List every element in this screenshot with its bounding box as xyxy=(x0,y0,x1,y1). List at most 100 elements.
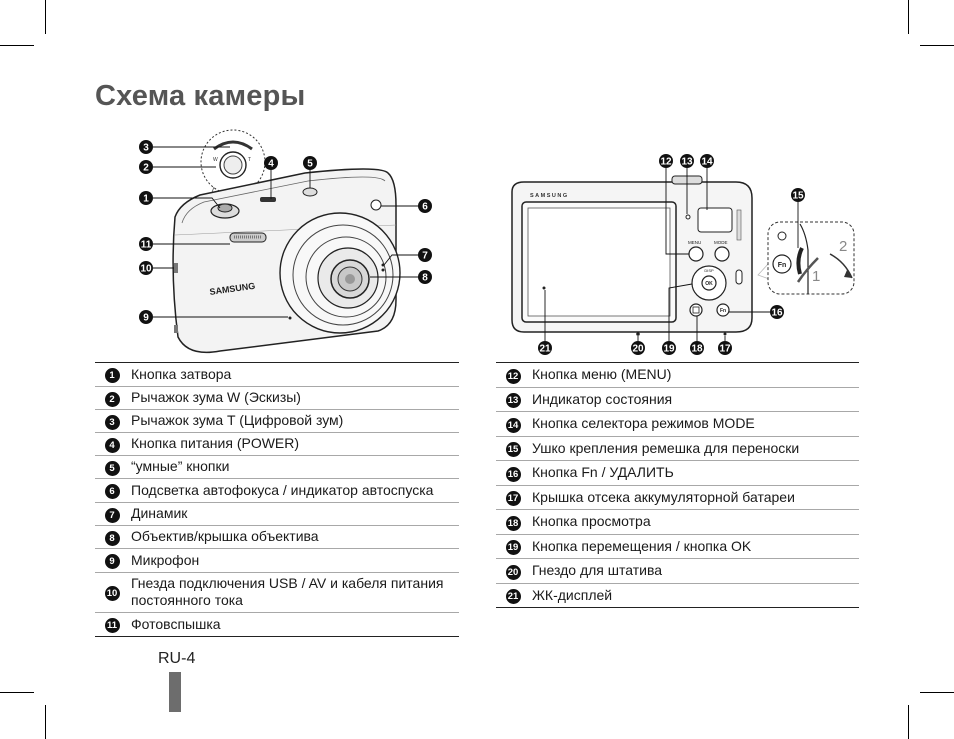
table-row: 4 Кнопка питания (POWER) xyxy=(95,432,459,456)
svg-text:5: 5 xyxy=(307,159,313,170)
callout-4: 4 xyxy=(264,156,278,170)
table-row: 16 Кнопка Fn / УДАЛИТЬ xyxy=(496,460,859,486)
legend-badge: 5 xyxy=(104,460,120,476)
legend-badge: 20 xyxy=(505,564,521,580)
crop-mark xyxy=(45,705,46,739)
svg-text:7: 7 xyxy=(422,251,428,262)
table-row: 15 Ушко крепления ремешка для переноски xyxy=(496,436,859,461)
legend-badge: 2 xyxy=(104,391,120,407)
callout-7: 7 xyxy=(418,248,432,262)
svg-text:9: 9 xyxy=(143,313,149,324)
legend-badge: 4 xyxy=(104,437,120,453)
callout-13: 13 xyxy=(680,154,694,168)
crop-mark xyxy=(0,45,34,46)
table-row: 12 Кнопка меню (MENU) xyxy=(496,363,859,388)
legend-text: Фотовспышка xyxy=(129,612,459,637)
legend-badge: 3 xyxy=(104,414,120,430)
legend-text: Кнопка затвора xyxy=(129,363,459,387)
legend-text: Рычажок зума W (Эскизы) xyxy=(129,386,459,410)
strap-step-1: 1 xyxy=(812,268,820,285)
callout-10: 10 xyxy=(139,261,153,275)
svg-text:14: 14 xyxy=(701,157,713,168)
callout-20: 20 xyxy=(631,341,645,355)
legend-badge: 16 xyxy=(505,466,521,482)
legend-text: Кнопка питания (POWER) xyxy=(129,432,459,456)
callout-1: 1 xyxy=(139,191,153,205)
callout-14: 14 xyxy=(700,154,714,168)
callout-5: 5 xyxy=(303,156,317,170)
strap-step-2: 2 xyxy=(839,238,847,255)
svg-text:15: 15 xyxy=(792,191,804,202)
crop-mark xyxy=(908,705,909,739)
svg-text:21: 21 xyxy=(539,344,551,355)
menu-label: MENU xyxy=(688,240,701,245)
svg-text:T: T xyxy=(248,157,251,163)
legend-badge: 8 xyxy=(104,530,120,546)
legend-text: Кнопка перемещения / кнопка OK xyxy=(530,534,859,559)
crop-mark xyxy=(920,692,954,693)
mode-label: MODE xyxy=(714,240,728,245)
legend-badge: 12 xyxy=(505,368,521,384)
crop-mark xyxy=(908,0,909,34)
table-row: 9 Микрофон xyxy=(95,548,459,573)
callout-9: 9 xyxy=(139,310,153,324)
legend-badge: 18 xyxy=(505,515,521,531)
table-row: 5 “умные” кнопки xyxy=(95,455,459,479)
svg-text:18: 18 xyxy=(691,344,703,355)
legend-badge: 14 xyxy=(505,417,521,433)
legend-badge: 15 xyxy=(505,442,521,457)
legend-right-topline xyxy=(496,362,859,363)
page-number: RU-4 xyxy=(158,650,196,667)
svg-text:8: 8 xyxy=(422,273,428,284)
legend-left-topline xyxy=(95,362,459,363)
legend-text: Кнопка Fn / УДАЛИТЬ xyxy=(530,460,859,486)
svg-text:19: 19 xyxy=(663,344,675,355)
fn-label-small: Fn xyxy=(720,308,726,314)
legend-text: “умные” кнопки xyxy=(129,455,459,479)
legend-badge: 13 xyxy=(505,393,521,408)
table-row: 3 Рычажок зума T (Цифровой зум) xyxy=(95,409,459,433)
front-callouts: 3 2 4 5 1 6 11 7 10 8 9 xyxy=(139,140,432,324)
legend-text: Микрофон xyxy=(129,548,459,573)
table-row: 2 Рычажок зума W (Эскизы) xyxy=(95,386,459,410)
callout-18: 18 xyxy=(690,341,704,355)
svg-text:20: 20 xyxy=(632,344,644,355)
legend-text: Подсветка автофокуса / индикатор автоспу… xyxy=(129,478,459,503)
page-tab-marker xyxy=(169,672,181,712)
legend-text: Гнездо для штатива xyxy=(530,558,859,584)
legend-text: Ушко крепления ремешка для переноски xyxy=(530,436,859,461)
back-brand-logo: SAMSUNG xyxy=(530,193,569,199)
crop-mark xyxy=(45,0,46,34)
crop-mark xyxy=(0,692,34,693)
legend-text: Гнезда подключения USB / AV и кабеля пит… xyxy=(129,572,459,613)
fn-label-detail: Fn xyxy=(778,262,787,269)
callout-15: 15 xyxy=(791,188,805,202)
callout-17: 17 xyxy=(718,341,732,355)
disp-label: DISP xyxy=(704,268,714,273)
table-row: 11 Фотовспышка xyxy=(95,612,459,637)
legend-badge: 1 xyxy=(104,368,120,384)
callout-19: 19 xyxy=(662,341,676,355)
svg-text:13: 13 xyxy=(681,157,693,168)
legend-badge: 9 xyxy=(104,554,120,569)
page-title: Схема камеры xyxy=(95,80,306,112)
callout-6: 6 xyxy=(418,199,432,213)
callout-16: 16 xyxy=(770,305,784,319)
legend-badge: 17 xyxy=(505,491,521,506)
legend-badge: 11 xyxy=(104,618,120,633)
legend-text: Рычажок зума T (Цифровой зум) xyxy=(129,409,459,433)
legend-badge: 7 xyxy=(104,507,120,523)
legend-text: Крышка отсека аккумуляторной батареи xyxy=(530,485,859,510)
legend-text: Кнопка меню (MENU) xyxy=(530,363,859,388)
svg-text:17: 17 xyxy=(719,344,731,355)
table-row: 17 Крышка отсека аккумуляторной батареи xyxy=(496,485,859,510)
